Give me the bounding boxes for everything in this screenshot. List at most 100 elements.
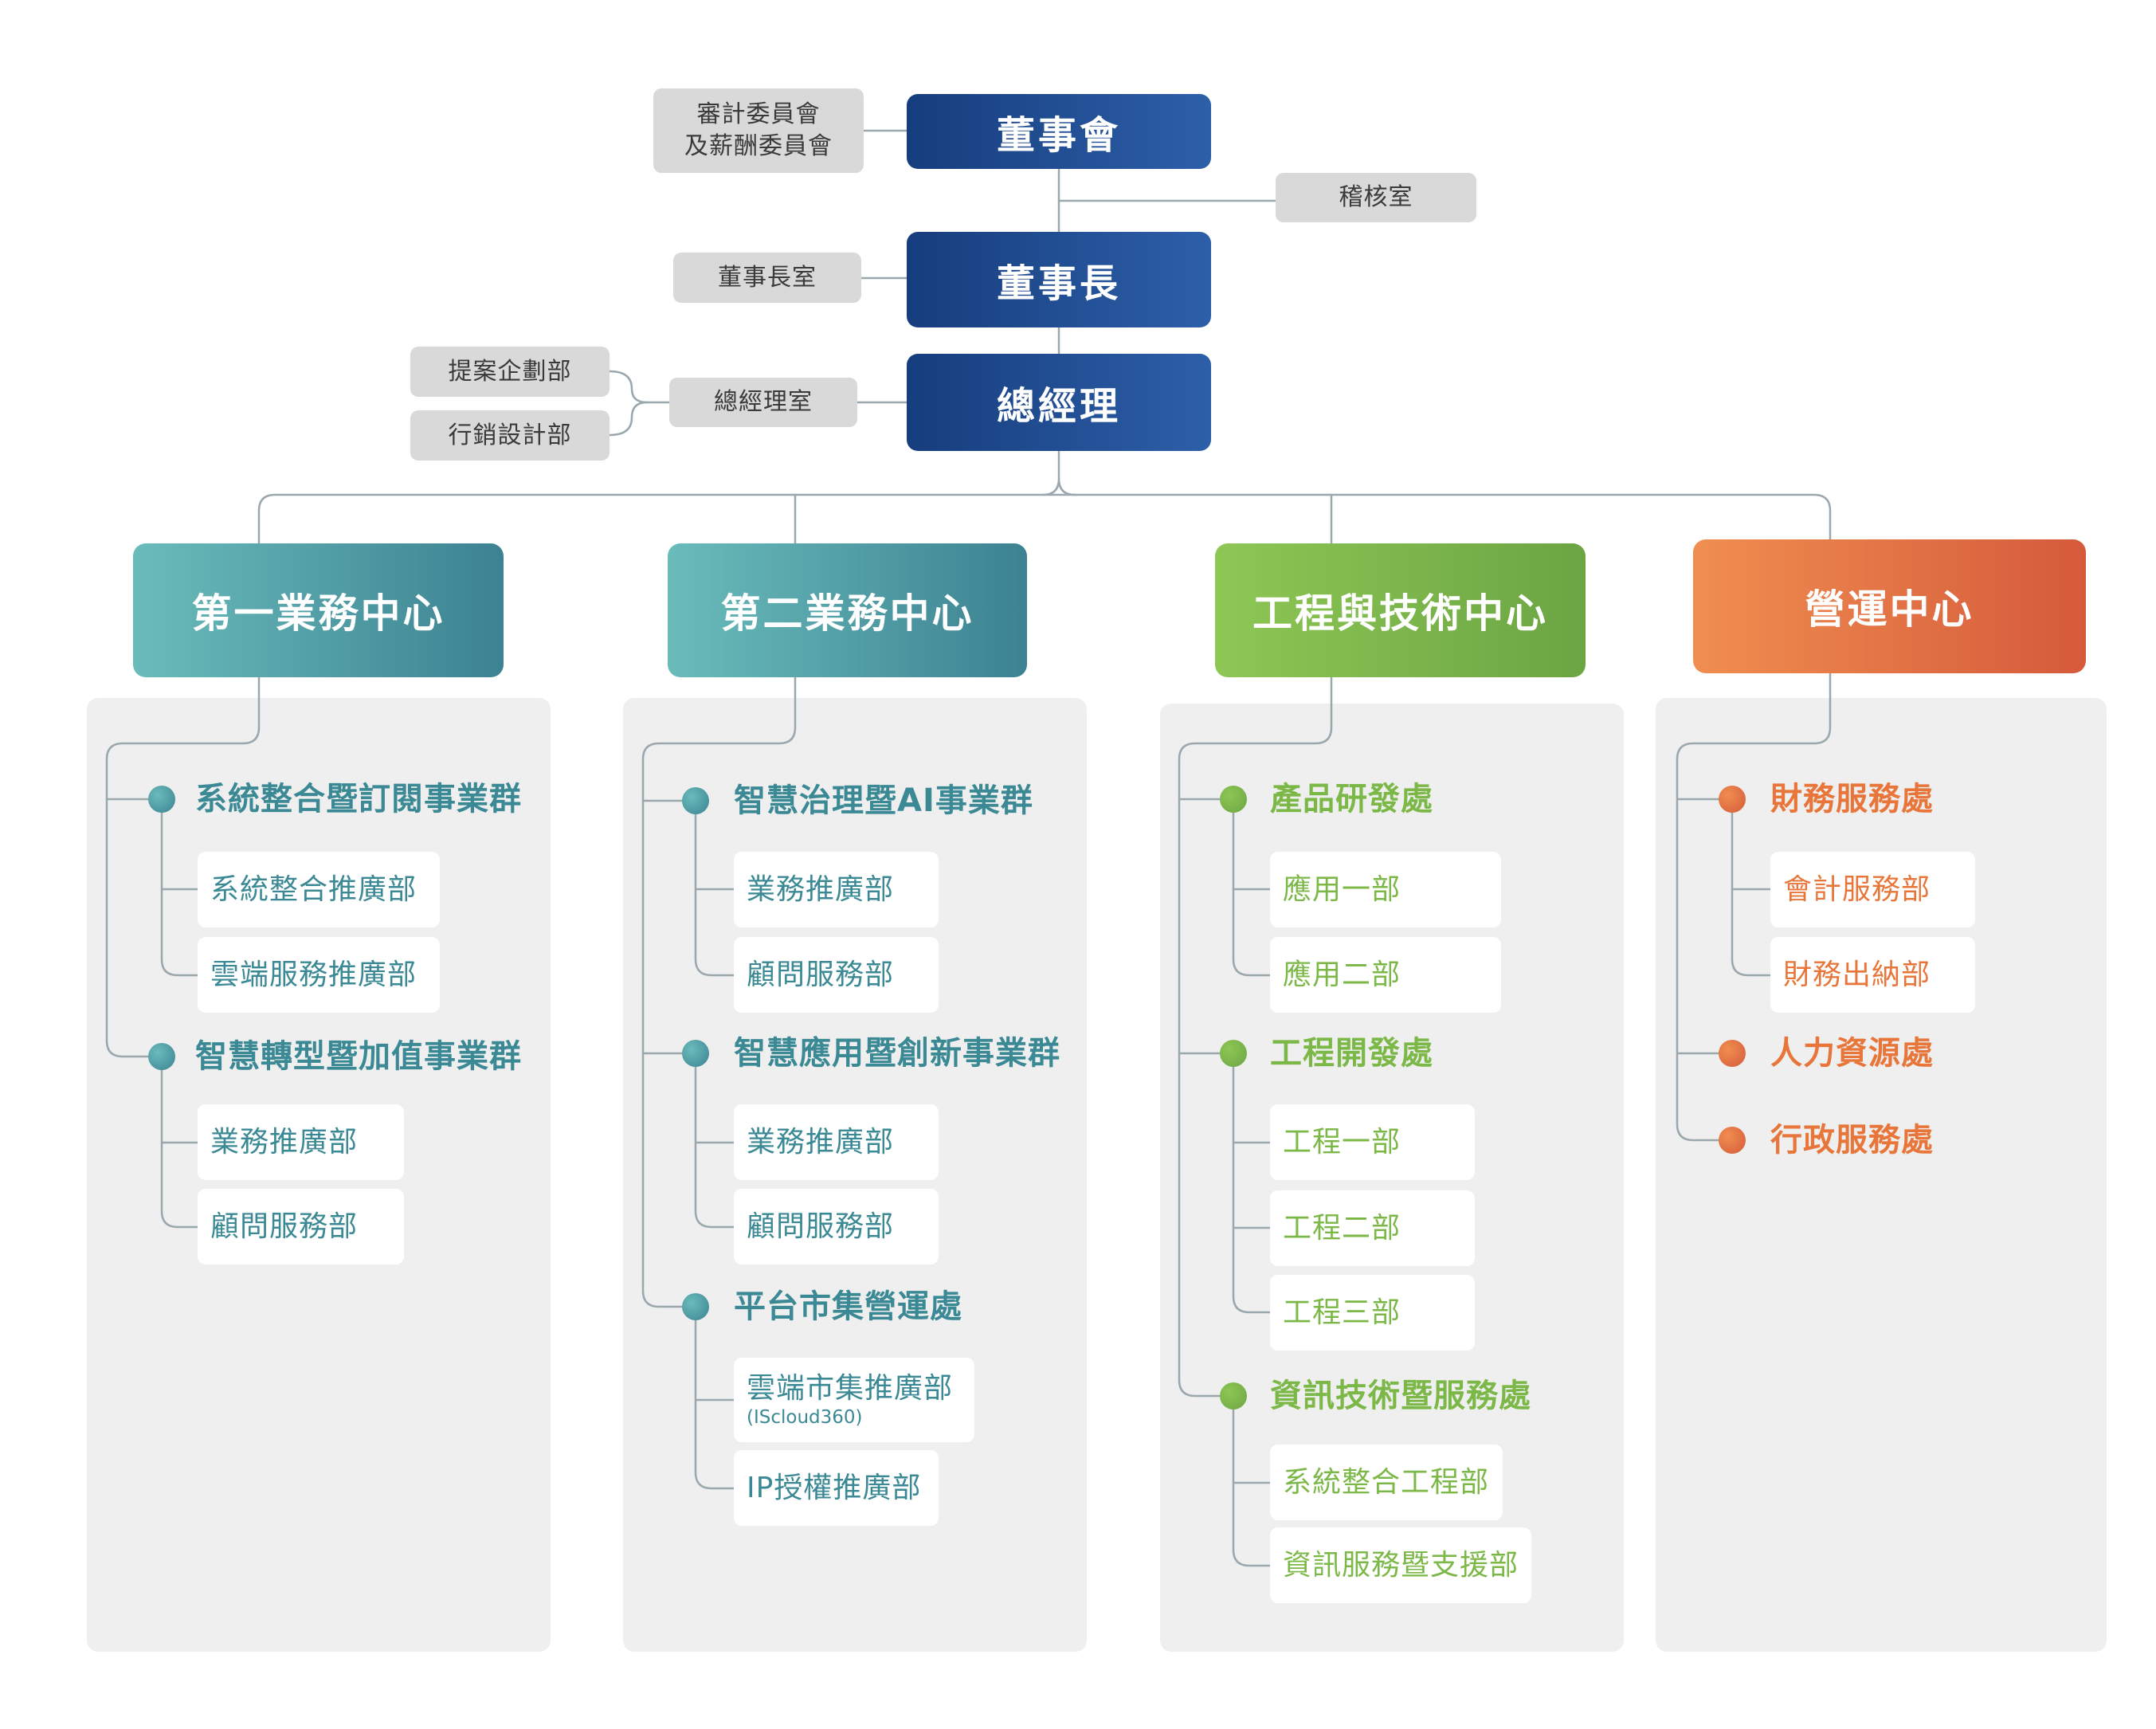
board-of-directors-box: 董事會 <box>907 94 1211 169</box>
dept-label: IP授權推廣部 <box>747 1471 922 1504</box>
chairman-office-label: 董事長室 <box>718 263 817 292</box>
marketing-design-connector <box>608 401 649 437</box>
center-box-operations: 營運中心 <box>1693 539 2086 673</box>
dept-box: 業務推廣部 <box>734 852 939 927</box>
unit-bullet <box>1719 1040 1746 1067</box>
dept-label: 業務推廣部 <box>747 872 895 906</box>
dept-label: 顧問服務部 <box>210 1210 359 1243</box>
dept-label: 業務推廣部 <box>210 1125 359 1159</box>
dept-label: 系統整合工程部 <box>1283 1465 1490 1499</box>
dept-label: 資訊服務暨支援部 <box>1283 1548 1519 1582</box>
dept-note: (IScloud360) <box>747 1407 863 1428</box>
chairman-box: 董事長 <box>907 232 1211 327</box>
center-title: 第二業務中心 <box>720 590 974 637</box>
committee-line-1: 審計委員會 <box>696 100 821 128</box>
center-branch-connectors <box>257 478 1832 545</box>
center-box-second-business: 第二業務中心 <box>668 543 1027 677</box>
dept-trunk <box>694 1052 735 1229</box>
unit-bullet <box>148 786 175 813</box>
center-box-engineering: 工程與技術中心 <box>1215 543 1586 677</box>
dept-box: 財務出納部 <box>1770 937 1975 1013</box>
unit-bullet <box>148 1043 175 1070</box>
unit-bullet <box>682 1040 709 1067</box>
unit-label: 智慧治理暨AI事業群 <box>734 782 1033 819</box>
dept-label: 顧問服務部 <box>747 1210 895 1243</box>
audit-office-box: 稽核室 <box>1276 173 1476 222</box>
chairman-office-box: 董事長室 <box>673 253 861 303</box>
dept-box: 雲端服務推廣部 <box>198 937 440 1013</box>
unit-label: 系統整合暨訂閱事業群 <box>195 781 522 817</box>
unit-trunk <box>105 676 261 1058</box>
dept-box: 系統整合推廣部 <box>198 852 440 927</box>
operations-connectors <box>1676 672 1832 1142</box>
center-box-first-business: 第一業務中心 <box>133 543 504 677</box>
dept-trunk <box>160 1055 199 1229</box>
dept-box: 業務推廣部 <box>198 1104 404 1180</box>
unit-label: 財務服務處 <box>1770 781 1934 817</box>
chairman-label: 董事長 <box>996 261 1121 306</box>
dept-box: 應用二部 <box>1270 937 1501 1013</box>
dept-box: 顧問服務部 <box>734 1189 939 1264</box>
unit-label: 智慧轉型暨加值事業群 <box>195 1038 522 1075</box>
dept-trunk <box>1731 798 1772 977</box>
dept-box: 顧問服務部 <box>198 1189 404 1264</box>
unit-label: 人力資源處 <box>1770 1035 1934 1072</box>
dept-box: 雲端市集推廣部 (IScloud360) <box>734 1358 974 1442</box>
dept-label: 應用二部 <box>1283 958 1401 991</box>
dept-trunk <box>1232 1394 1272 1567</box>
audit-compensation-committee-box: 審計委員會 及薪酬委員會 <box>653 88 864 173</box>
unit-label: 智慧應用暨創新事業群 <box>734 1035 1060 1072</box>
dept-label: 應用一部 <box>1283 872 1401 906</box>
dept-box: IP授權推廣部 <box>734 1450 939 1526</box>
dept-box: 業務推廣部 <box>734 1104 939 1180</box>
unit-bullet <box>1220 1040 1247 1067</box>
proposal-planning-connector <box>608 370 671 404</box>
dept-label: 雲端市集推廣部 <box>747 1372 954 1405</box>
board-label: 董事會 <box>996 113 1121 158</box>
unit-label: 平台市集營運處 <box>734 1288 962 1325</box>
dept-box: 應用一部 <box>1270 852 1501 927</box>
center-title: 工程與技術中心 <box>1252 590 1548 637</box>
dept-box: 工程三部 <box>1270 1275 1475 1351</box>
unit-bullet <box>682 787 709 814</box>
dept-label: 顧問服務部 <box>747 958 895 991</box>
unit-bullet <box>1719 786 1746 813</box>
dept-box: 工程一部 <box>1270 1104 1475 1180</box>
marketing-design-box: 行銷設計部 <box>410 410 610 461</box>
proposal-planning-box: 提案企劃部 <box>410 347 610 397</box>
unit-trunk <box>1676 672 1832 1142</box>
dept-trunk <box>694 799 735 977</box>
dept-box: 系統整合工程部 <box>1270 1445 1503 1520</box>
second-business-connectors <box>641 676 797 1490</box>
dept-label: 工程二部 <box>1283 1211 1401 1245</box>
dept-box: 工程二部 <box>1270 1190 1475 1266</box>
president-label: 總經理 <box>996 384 1121 429</box>
center-title: 第一業務中心 <box>191 590 445 637</box>
dept-trunk <box>1232 798 1272 977</box>
unit-label: 工程開發處 <box>1270 1035 1433 1072</box>
president-box: 總經理 <box>907 354 1211 451</box>
marketing-design-label: 行銷設計部 <box>448 421 572 449</box>
dept-label: 雲端服務推廣部 <box>210 958 417 991</box>
branch-line <box>257 493 1832 545</box>
audit-office-label: 稽核室 <box>1339 183 1413 211</box>
branch-junction <box>1041 478 1076 496</box>
dept-trunk <box>160 798 199 977</box>
first-business-connectors <box>105 676 261 1229</box>
unit-label: 資訊技術暨服務處 <box>1270 1378 1531 1414</box>
center-title: 營運中心 <box>1805 586 1974 633</box>
dept-label: 財務出納部 <box>1783 958 1931 991</box>
unit-trunk <box>641 676 797 1308</box>
unit-bullet <box>1220 1382 1247 1409</box>
dept-trunk <box>1232 1052 1272 1314</box>
dept-box: 顧問服務部 <box>734 937 939 1013</box>
dept-label: 業務推廣部 <box>747 1125 895 1159</box>
unit-bullet <box>1719 1127 1746 1154</box>
dept-label: 會計服務部 <box>1783 872 1931 906</box>
unit-label: 產品研發處 <box>1270 781 1433 817</box>
unit-bullet <box>682 1293 709 1320</box>
dept-label: 系統整合推廣部 <box>210 872 417 906</box>
unit-label: 行政服務處 <box>1770 1122 1934 1159</box>
committee-line-2: 及薪酬委員會 <box>684 132 833 160</box>
